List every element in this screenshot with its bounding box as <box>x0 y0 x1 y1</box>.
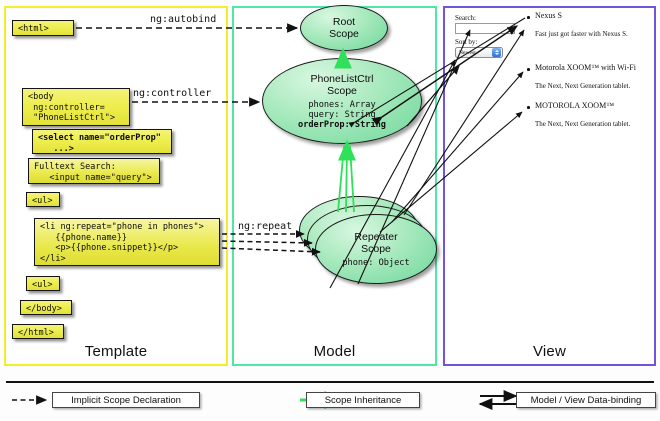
scope-prop-phone: phone: Object <box>342 257 410 268</box>
view-phone-name[interactable]: MOTOROLA XOOM™ <box>535 101 615 110</box>
repeater-scope-props: phone: Object <box>342 258 409 268</box>
scope-prop-orderprop: orderProp: String <box>298 119 386 130</box>
code-box-ul-close: <ul> <box>26 276 60 291</box>
code-box-fulltext-search: Fulltext Search: <input name="query"> <box>28 158 160 184</box>
phonelistctrl-scope-title-line2: Scope <box>327 84 357 97</box>
view-sort-selected-value: Newest <box>459 49 476 56</box>
template-panel-label: Template <box>84 343 148 360</box>
view-phone-name[interactable]: Motorola XOOM™ with Wi-Fi <box>535 63 636 72</box>
legend-item-scope-inheritance: Scope Inheritance <box>306 392 420 408</box>
root-scope-title-line1: Root <box>332 16 356 28</box>
repeater-scope-ellipse: Repeater Scope phone: Object <box>315 214 437 284</box>
phonelistctrl-scope-ellipse: PhoneListCtrl Scope phones: Array query:… <box>262 58 422 144</box>
code-box-li-repeat: <li ng:repeat="phone in phones"> {{phone… <box>34 218 220 266</box>
legend-divider <box>6 381 654 383</box>
root-scope-ellipse: Root Scope <box>300 5 388 51</box>
connector-label-repeat: ng:repeat <box>238 221 293 232</box>
repeater-scope-title-line2: Scope <box>361 242 391 255</box>
code-box-body-open: <body ng:controller= "PhoneListCtrl"> <box>22 88 130 126</box>
code-box-select: <select name="orderProp" ...> <box>32 129 172 154</box>
connector-label-autobind: ng:autobind <box>150 14 217 25</box>
scope-prop-phones: phones: Array <box>308 99 376 110</box>
phonelistctrl-scope-props: phones: Array query: String orderProp: S… <box>298 100 386 130</box>
view-panel: View <box>443 6 656 366</box>
connector-label-controller: ng:controller <box>133 88 212 99</box>
view-phone-snippet: The Next, Next Generation tablet. <box>535 82 631 90</box>
view-sort-label: Sort by: <box>455 38 478 46</box>
phonelistctrl-scope-title-line1: PhoneListCtrl <box>310 72 374 85</box>
legend-item-implicit-scope-declaration: Implicit Scope Declaration <box>52 392 200 408</box>
list-bullet <box>527 106 530 109</box>
code-box-html-open: <html> <box>12 20 74 36</box>
code-box-ul-open: <ul> <box>26 192 60 207</box>
view-phone-snippet: Fast just got faster with Nexus S. <box>535 30 628 38</box>
list-bullet <box>527 68 530 71</box>
list-bullet <box>527 16 530 19</box>
view-sort-select[interactable]: Newest <box>455 47 503 58</box>
view-search-input[interactable] <box>455 23 515 34</box>
root-scope-title-line2: Scope <box>329 28 359 40</box>
code-box-html-close: </html> <box>12 324 64 339</box>
view-search-label: Search: <box>455 14 476 22</box>
chevron-updown-icon <box>492 48 501 57</box>
legend-item-model-view-data-binding: Model / View Data-binding <box>516 392 656 408</box>
view-phone-snippet: The Next, Next Generation tablet. <box>535 120 631 128</box>
scope-prop-query: query: String <box>308 109 376 120</box>
model-panel-label: Model <box>313 343 356 360</box>
repeater-scope-title-line1: Repeater <box>354 230 398 243</box>
code-box-body-close: </body> <box>20 300 72 315</box>
view-phone-name[interactable]: Nexus S <box>535 11 562 20</box>
view-panel-label: View <box>532 343 567 360</box>
